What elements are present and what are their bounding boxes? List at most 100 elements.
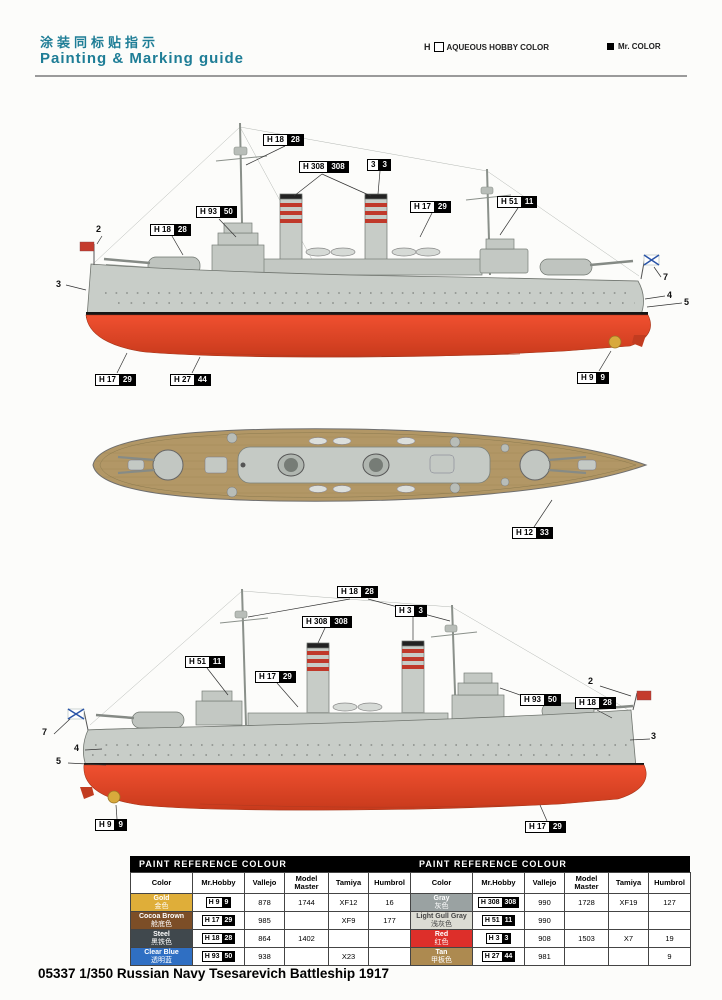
col-modelmaster: Model Master (284, 872, 329, 894)
superstructure (211, 222, 529, 276)
upper-hull (82, 709, 637, 769)
part-number: 3 (651, 731, 657, 741)
part-number: 5 (684, 297, 690, 307)
part-number: 7 (42, 727, 48, 737)
col-vallejo: Vallejo (524, 872, 565, 894)
aqueous-code: H 308 (302, 616, 332, 628)
top-plan-view (92, 428, 648, 528)
col-mrhobby: Mr.Hobby (472, 872, 525, 894)
part-number: 2 (96, 224, 102, 234)
propeller-gold (608, 335, 622, 349)
aqueous-code: H 18 (263, 134, 288, 146)
part-number: 5 (56, 756, 62, 766)
aqueous-h-prefix: H (424, 42, 431, 52)
aqueous-code: H 17 (410, 201, 435, 213)
page-title-chinese: 涂装同标贴指示 (40, 35, 160, 50)
aqueous-code: H 17 (525, 821, 550, 833)
kit-title: 05337 1/350 Russian Navy Tsesarevich Bat… (38, 966, 389, 981)
header-divider (35, 75, 687, 77)
mrcolor-code: 50 (544, 694, 561, 706)
aqueous-code: H 93 (520, 694, 545, 706)
aqueous-code: H 18 (337, 586, 362, 598)
aqueous-label: AQUEOUS HOBBY COLOR (446, 42, 550, 52)
col-modelmaster: Model Master (564, 872, 609, 894)
lower-hull-red (83, 764, 647, 811)
propeller-gold (107, 790, 121, 804)
part-number: 4 (667, 290, 673, 300)
mrcolor-code: 50 (220, 206, 237, 218)
bow-jack-flag (632, 690, 652, 711)
secondary-turrets-plan (226, 432, 510, 498)
leader-lines (65, 145, 683, 374)
mrcolor-code: 29 (119, 374, 136, 386)
mrcolor-code: 28 (174, 224, 191, 236)
page-title-english: Painting & Marking guide (40, 50, 245, 67)
mrcolor-code: 9 (115, 819, 127, 831)
mrcolor-code: 29 (549, 821, 566, 833)
paint-table-right: PAINT REFERENCE COLOUR Color Mr.Hobby Va… (410, 856, 691, 966)
mrcolor-code: 308 (331, 616, 352, 628)
mrcolor-code: 28 (361, 586, 378, 598)
rudder (80, 787, 94, 799)
stern-andrew-flag (67, 708, 89, 731)
mrcolor-code: 44 (194, 374, 211, 386)
mrcolor-label: Mr. COLOR (618, 42, 661, 51)
table-title: PAINT REFERENCE COLOUR (410, 856, 690, 872)
aqueous-code: H 17 (95, 374, 120, 386)
mrcolor-square-icon (607, 43, 614, 50)
aft-turret-plan (152, 449, 184, 481)
aqueous-code: H 9 (577, 372, 598, 384)
deck-hatches (127, 454, 597, 474)
col-color: Color (410, 872, 473, 894)
lower-hull-red (85, 314, 651, 358)
mrcolor-code: 11 (521, 196, 538, 208)
ships-boats-plan (308, 437, 416, 493)
legend-mrcolor: Mr. COLOR (607, 42, 661, 51)
aqueous-code: H 3 (395, 605, 416, 617)
aqueous-code: H 93 (196, 206, 221, 218)
foremast-plan (240, 462, 246, 468)
bow-jack-flag (79, 241, 95, 265)
aqueous-code: H 51 (185, 656, 210, 668)
aqueous-code: H 12 (512, 527, 537, 539)
aqueous-code: H 27 (170, 374, 195, 386)
part-number: 4 (74, 743, 80, 753)
mrcolor-code: 3 (379, 159, 391, 171)
col-vallejo: Vallejo (244, 872, 285, 894)
aqueous-code: H 17 (255, 671, 280, 683)
col-humbrol: Humbrol (648, 872, 691, 894)
mrcolor-code: 3 (415, 605, 427, 617)
col-mrhobby: Mr.Hobby (192, 872, 245, 894)
mrcolor-code: 33 (536, 527, 553, 539)
mrcolor-code: 29 (279, 671, 296, 683)
part-number: 3 (56, 279, 62, 289)
rigging (89, 590, 631, 726)
table-header-row: Color Mr.Hobby Vallejo Model Master Tami… (410, 872, 691, 894)
mrcolor-code: 28 (287, 134, 304, 146)
col-humbrol: Humbrol (368, 872, 411, 894)
